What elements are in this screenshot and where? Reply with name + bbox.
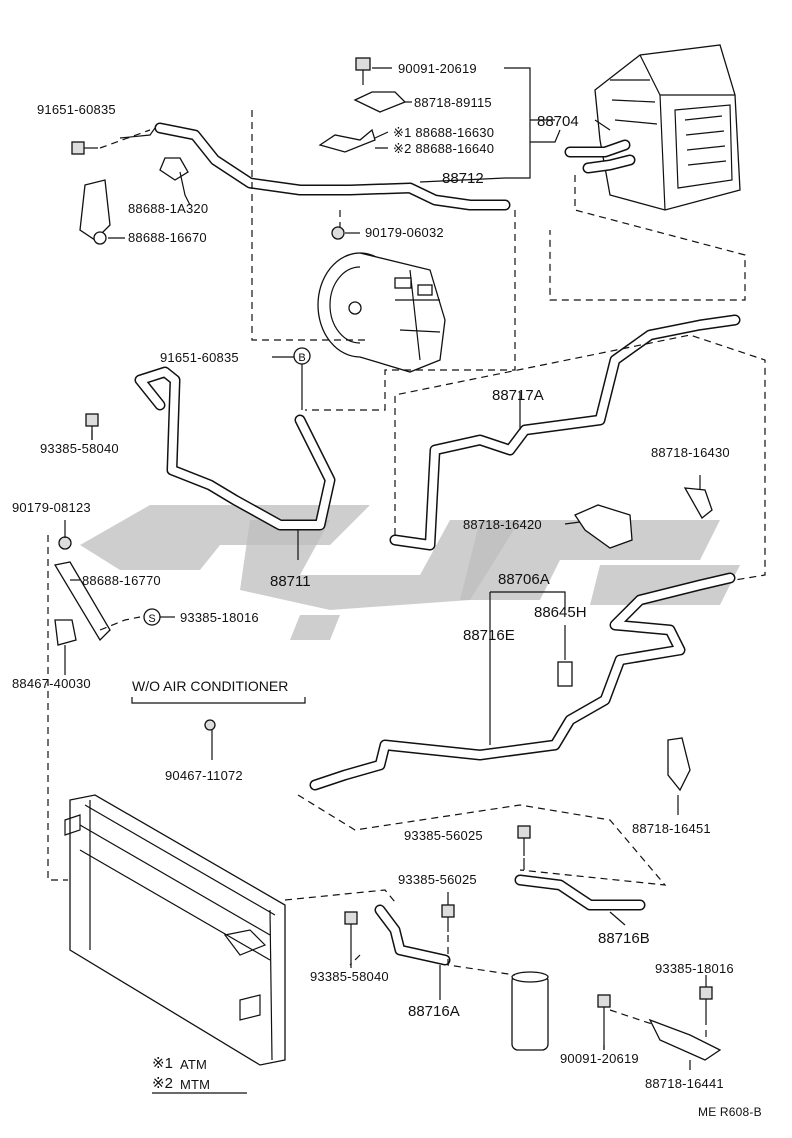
callout-s: S — [143, 608, 161, 626]
label-88716b: 88716B — [598, 930, 650, 947]
pipe-88716b — [514, 874, 646, 911]
label-88645h: 88645H — [534, 604, 587, 621]
label-90091-20619-top: 90091-20619 — [398, 61, 477, 76]
label-93385-56025-a: 93385-56025 — [404, 828, 483, 843]
clamp-88718-89115 — [353, 91, 407, 113]
label-93385-56025-b: 93385-56025 — [398, 872, 477, 887]
bolt-90091-20619-bot — [597, 994, 611, 1050]
label-88711: 88711 — [270, 573, 311, 590]
label-93385-58040-bot: 93385-58040 — [310, 969, 389, 984]
label-88688-16630: ※1 88688-16630 — [393, 125, 494, 140]
nut-90179-06032 — [331, 226, 345, 240]
pipe-88716e — [309, 572, 736, 791]
label-88688-16770: 88688-16770 — [82, 573, 161, 588]
label-91651-60835-mid: 91651-60835 — [160, 350, 239, 365]
bracket-88718-16441 — [648, 1018, 722, 1061]
label-88717a: 88717A — [492, 387, 544, 404]
evaporator-unit — [564, 44, 741, 211]
bolt-93385-56025-a — [517, 825, 531, 856]
watermark-logo — [80, 505, 740, 640]
damper-88467-40030 — [54, 619, 77, 646]
clamp-88718-16451 — [667, 737, 691, 792]
hose-88712 — [154, 122, 511, 211]
label-88716e: 88716E — [463, 627, 515, 644]
section-title: W/O AIR CONDITIONER — [132, 678, 288, 694]
label-88467-40030: 88467-40030 — [12, 676, 91, 691]
label-88718-16441: 88718-16441 — [645, 1076, 724, 1091]
bracket-88718-16420 — [574, 504, 633, 549]
nut-90179-08123 — [58, 536, 72, 550]
plug-90467-11072 — [204, 719, 216, 731]
legend-mark-1: ※1 — [152, 1055, 173, 1072]
condenser — [64, 794, 286, 1066]
legend-text-1: ATM — [180, 1057, 207, 1072]
bolt-93385-58040-bot — [344, 911, 358, 960]
label-88718-89115: 88718-89115 — [414, 95, 492, 110]
compressor — [317, 252, 446, 373]
leader-lines — [64, 67, 707, 1094]
label-88712: 88712 — [442, 170, 484, 187]
label-88688-1a320: 88688-1A320 — [128, 201, 208, 216]
svg-text:S: S — [148, 613, 155, 625]
pipe-88716a — [374, 904, 451, 966]
label-90467-11072: 90467-11072 — [165, 768, 243, 783]
assembly-dashed-lines — [47, 110, 766, 1040]
label-93385-58040-top: 93385-58040 — [40, 441, 119, 456]
label-88718-16420: 88718-16420 — [463, 517, 542, 532]
bracket-88688-16630 — [318, 128, 376, 153]
receiver-drier — [511, 971, 549, 1051]
clip-88718-16430 — [683, 487, 713, 519]
label-93385-18016-mid: 93385-18016 — [180, 610, 259, 625]
label-90179-08123: 90179-08123 — [12, 500, 91, 515]
legend-mark-2: ※2 — [152, 1075, 173, 1092]
svg-text:B: B — [298, 352, 305, 364]
label-88688-16670: 88688-16670 — [128, 230, 207, 245]
label-88718-16451: 88718-16451 — [632, 821, 711, 836]
bolt-93385-18016-bot — [699, 986, 713, 1018]
callout-b: B — [293, 347, 311, 365]
label-91651-60835-top: 91651-60835 — [37, 102, 116, 117]
label-88718-16430: 88718-16430 — [651, 445, 730, 460]
bolt-93385-56025-b — [441, 904, 455, 932]
legend: ※1 ATM ※2 MTM — [152, 1055, 210, 1092]
bracket-88688-16670 — [79, 179, 111, 245]
label-93385-18016-bot: 93385-18016 — [655, 961, 734, 976]
label-88716a: 88716A — [408, 1003, 460, 1020]
switch-88645h — [557, 661, 573, 687]
label-88704: 88704 — [537, 113, 579, 130]
bolt-90091-20619-top — [355, 57, 371, 85]
label-90179-06032: 90179-06032 — [365, 225, 444, 240]
clamp-88688-1a320 — [159, 157, 189, 181]
label-88706a: 88706A — [498, 571, 550, 588]
bracket-88688-16770 — [53, 561, 111, 642]
diagram-code: ME R608-B — [698, 1105, 762, 1119]
bolt-91651-60835-top — [71, 141, 98, 155]
hose-88711 — [134, 366, 336, 531]
legend-text-2: MTM — [180, 1077, 210, 1092]
pipe-88717a — [389, 314, 741, 551]
label-90091-20619-bot: 90091-20619 — [560, 1051, 639, 1066]
label-88688-16640: ※2 88688-16640 — [393, 141, 494, 156]
